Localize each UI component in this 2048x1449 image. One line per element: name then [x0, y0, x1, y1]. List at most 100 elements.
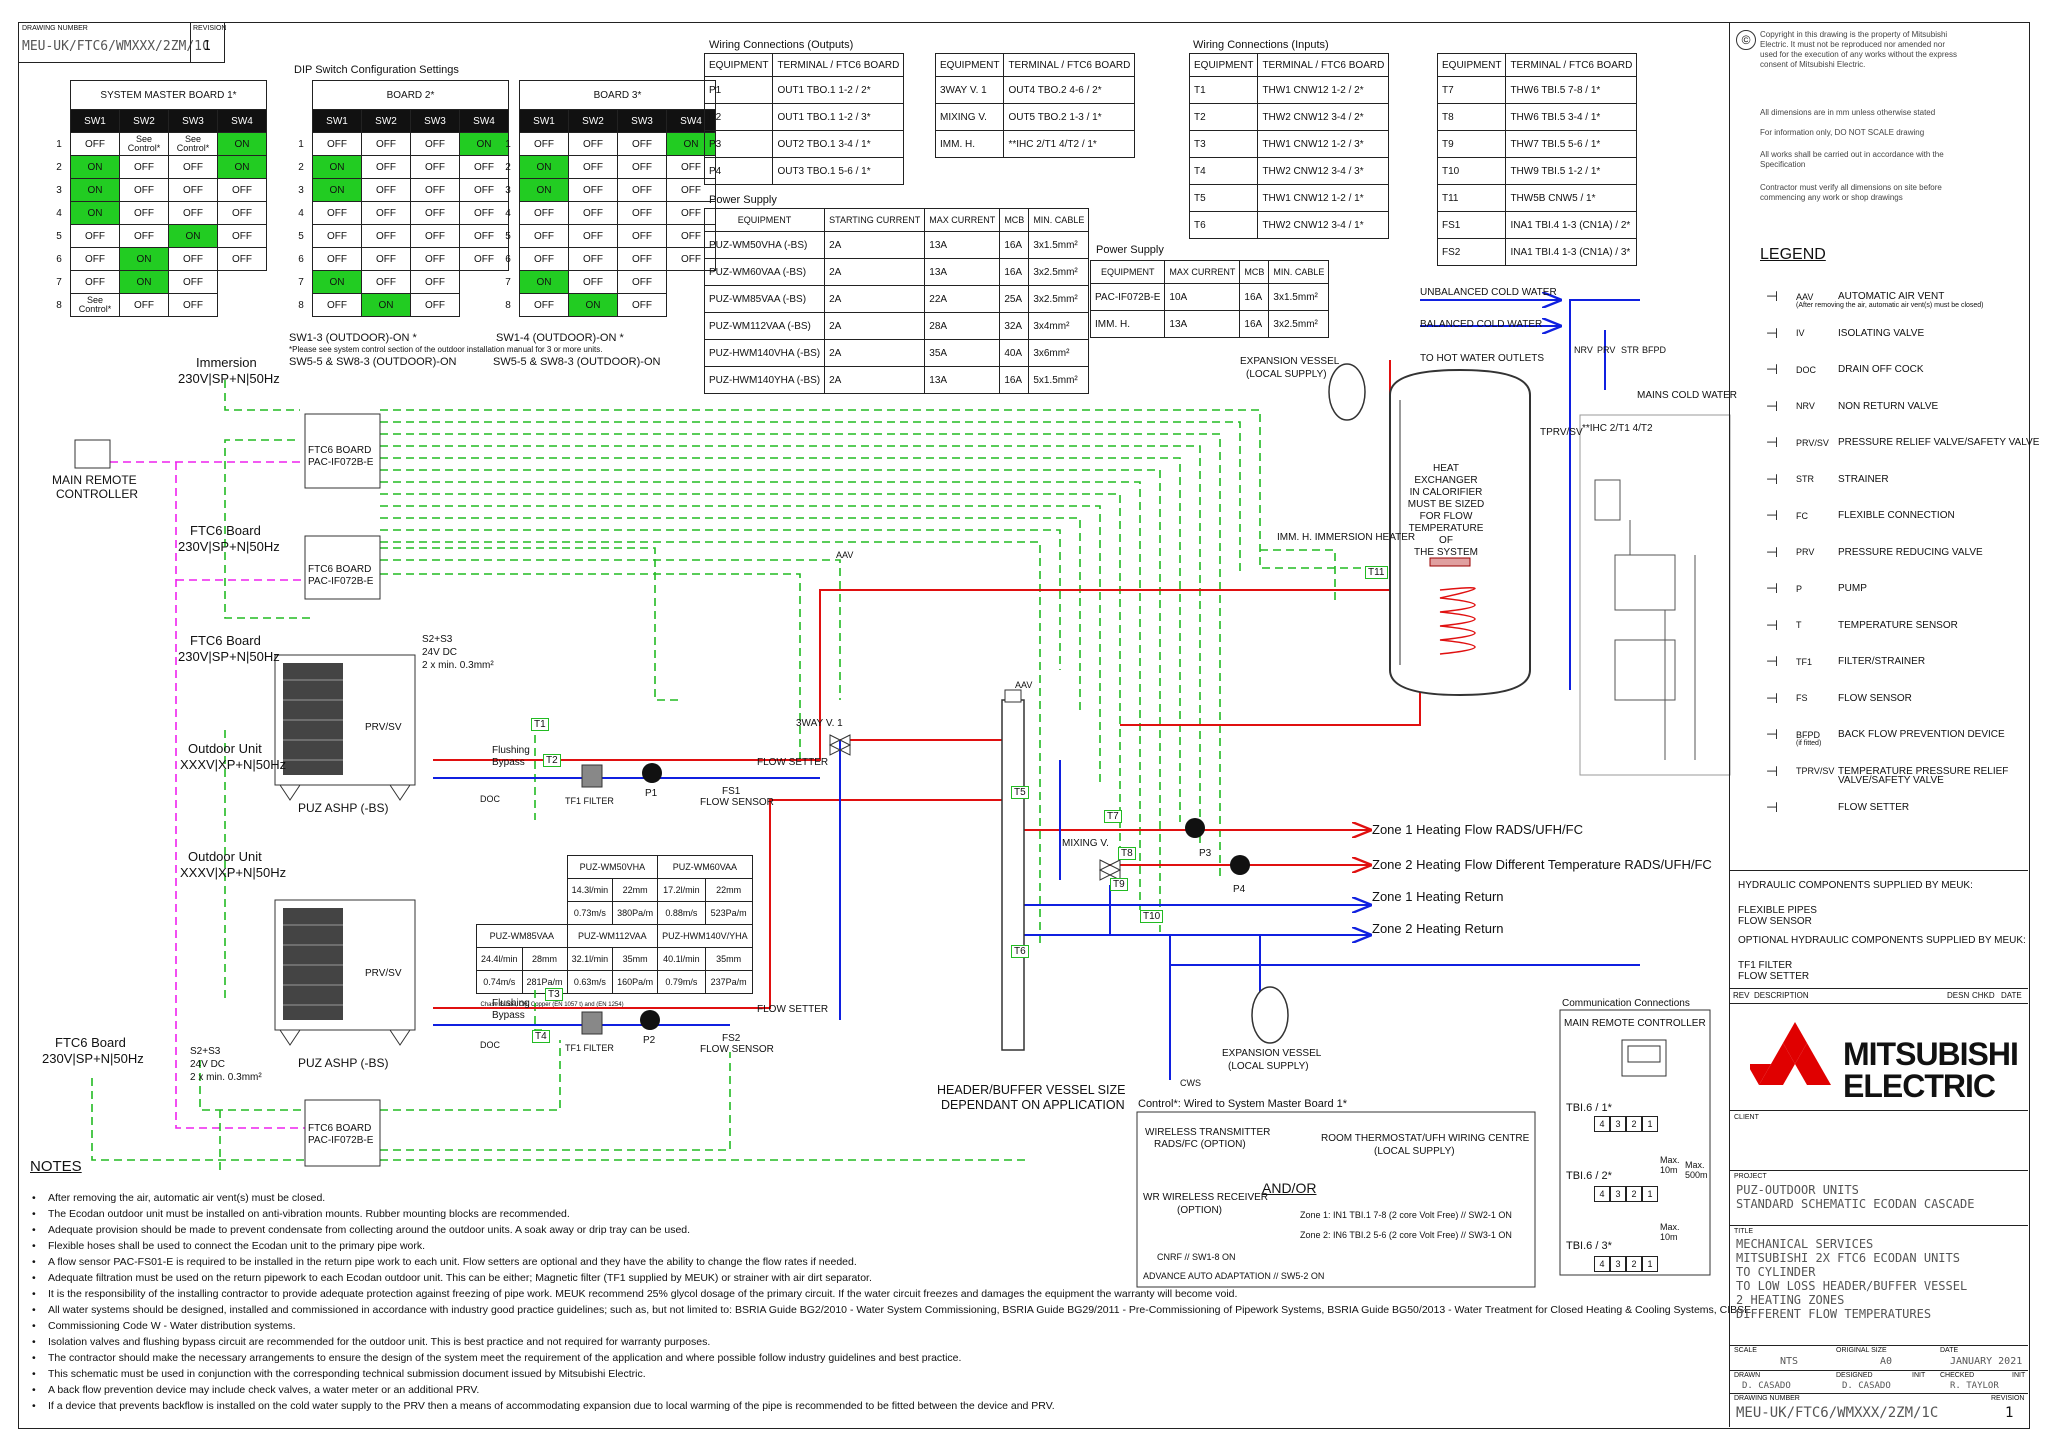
p1-label: P1 — [645, 788, 658, 799]
cws-label: CWS — [1180, 1078, 1201, 1088]
dip-cell: OFF — [568, 132, 618, 156]
table-cell: THW1 CNW12 1-2 / 2* — [1257, 76, 1390, 104]
table-cell: 13A — [924, 366, 1001, 394]
dip-cell: ON — [119, 270, 169, 294]
board3-model: PAC-IF072B-E — [308, 1135, 374, 1146]
cable-1: 2 x min. 0.3mm² — [422, 660, 494, 671]
client-divider — [1729, 1110, 2028, 1111]
copyright-line: used for the execution of any works with… — [1760, 50, 1957, 59]
aav-label-1: AAV — [836, 550, 854, 560]
title-divider — [1729, 1225, 2028, 1226]
table-cell: OUT1 TBO.1 1-2 / 3* — [772, 103, 905, 131]
legend-symbol: IV — [1796, 328, 1805, 338]
project-line-1: PUZ-OUTDOOR UNITS — [1736, 1183, 1859, 1197]
dip-cell: OFF — [168, 247, 218, 271]
outdoor-unit-2 — [274, 899, 416, 1046]
table-header: STARTING CURRENT — [824, 208, 926, 232]
copyright-line: Electric. It must not be reproduced nor … — [1760, 40, 1945, 49]
immersion-label: Immersion — [196, 355, 257, 370]
pipe-cell: PUZ-WM50VHA — [566, 855, 659, 879]
hot-water-cylinder — [1389, 368, 1531, 697]
tf1-2: TF1 FILTER — [565, 1043, 614, 1053]
prv-label: PRV — [1597, 345, 1616, 355]
dip-cell: OFF — [217, 224, 267, 248]
legend-symbol: PRV/SV — [1796, 437, 1829, 448]
nrv-label: NRV — [1574, 345, 1593, 355]
dip-cell: OFF — [410, 155, 460, 179]
advance: ADVANCE AUTO ADAPTATION // SW5-2 ON — [1143, 1271, 1325, 1281]
project-divider — [1729, 1170, 2028, 1171]
table-cell: 3x2.5mm² — [1028, 258, 1090, 286]
note-item: This schematic must be used in conjuncti… — [32, 1368, 646, 1380]
room-stat: ROOM THERMOSTAT/UFH WIRING CENTRE — [1321, 1133, 1530, 1144]
table-cell: 5x1.5mm² — [1028, 366, 1090, 394]
dip-cell: OFF — [119, 293, 169, 317]
table-cell: 28A — [924, 312, 1001, 340]
table-cell: T2 — [1188, 103, 1259, 131]
table-cell: THW5B CNW5 / 1* — [1505, 184, 1638, 212]
dip-cell: OFF — [410, 293, 460, 317]
temp-sensor-tag: T9 — [1110, 878, 1128, 891]
pipe-cell: 22mm — [612, 878, 659, 902]
dip-row-number: 2 — [56, 161, 62, 173]
legend-text: FILTER/STRAINER — [1838, 656, 1926, 667]
table-cell: OUT3 TBO.1 5-6 / 1* — [772, 157, 905, 185]
cnrf: CNRF // SW1-8 ON — [1157, 1252, 1236, 1262]
board2-note2: *Please see system control section of th… — [289, 345, 603, 354]
prv-sv-1: PRV/SV — [365, 722, 402, 733]
dip-row-number: 1 — [298, 138, 304, 150]
legend-symbol: TF1 — [1796, 656, 1813, 667]
drawing-number-label: DRAWING NUMBER — [22, 25, 88, 32]
note-item: Isolation valves and flushing bypass cir… — [32, 1336, 710, 1348]
control-title: Control*: Wired to System Master Board 1… — [1138, 1098, 1348, 1110]
dip-cell: OFF — [617, 247, 667, 271]
table-cell: 22A — [924, 285, 1001, 313]
outdoor-unit-1-supply: XXXV|XP+N|50Hz — [180, 757, 287, 772]
dip-cell: OFF — [459, 178, 509, 202]
note-item: The contractor should make the necessary… — [32, 1352, 961, 1364]
hydraulic-b1: TF1 FILTER — [1738, 960, 1793, 971]
table-header: EQUIPMENT — [934, 53, 1005, 77]
dip-cell: OFF — [119, 224, 169, 248]
hydraulic-divider — [1729, 870, 2028, 871]
dip-cell: ON — [70, 155, 120, 179]
ftc6-label-2: FTC6 Board — [190, 633, 261, 648]
wireless-tx: WIRELESS TRANSMITTER — [1145, 1127, 1271, 1138]
dip-col-header: SW3 — [617, 109, 667, 133]
dip-cell: OFF — [361, 224, 411, 248]
note-item: Commissioning Code W - Water distributio… — [32, 1320, 296, 1332]
tbi-2: TBI.6 / 2* — [1566, 1170, 1612, 1182]
main-remote-label: MAIN REMOTE — [52, 473, 137, 487]
hydraulic-a2: FLOW SENSOR — [1738, 916, 1812, 927]
terminal-pin: 4 — [1594, 1116, 1610, 1132]
legend-symbol: STR — [1796, 474, 1814, 484]
dip-cell: ON — [217, 132, 267, 156]
table-cell: 32A — [999, 312, 1030, 340]
temp-sensor-tag: T7 — [1104, 810, 1122, 823]
table-cell: T6 — [1188, 211, 1259, 239]
flushing-2: Flushing — [492, 998, 530, 1009]
dip-board-title: BOARD 3* — [519, 80, 716, 110]
puz-label-2: PUZ ASHP (-BS) — [298, 1056, 389, 1070]
puz-label-1: PUZ ASHP (-BS) — [298, 801, 389, 815]
dip-cell: ON — [217, 155, 267, 179]
dc24-1: 24V DC — [422, 647, 458, 658]
dip-row-number: 4 — [298, 207, 304, 219]
project-label: PROJECT — [1734, 1173, 1767, 1180]
room-stat-2: (LOCAL SUPPLY) — [1374, 1146, 1455, 1157]
date-label: DATE — [1940, 1347, 1959, 1354]
legend-symbol: NRV — [1796, 401, 1815, 411]
init-label-2: INIT — [2012, 1372, 2026, 1379]
mixing-v-label: MIXING V. — [1062, 838, 1109, 849]
zone1-control: Zone 1: IN1 TBI.1 7-8 (2 core Volt Free)… — [1300, 1210, 1512, 1220]
